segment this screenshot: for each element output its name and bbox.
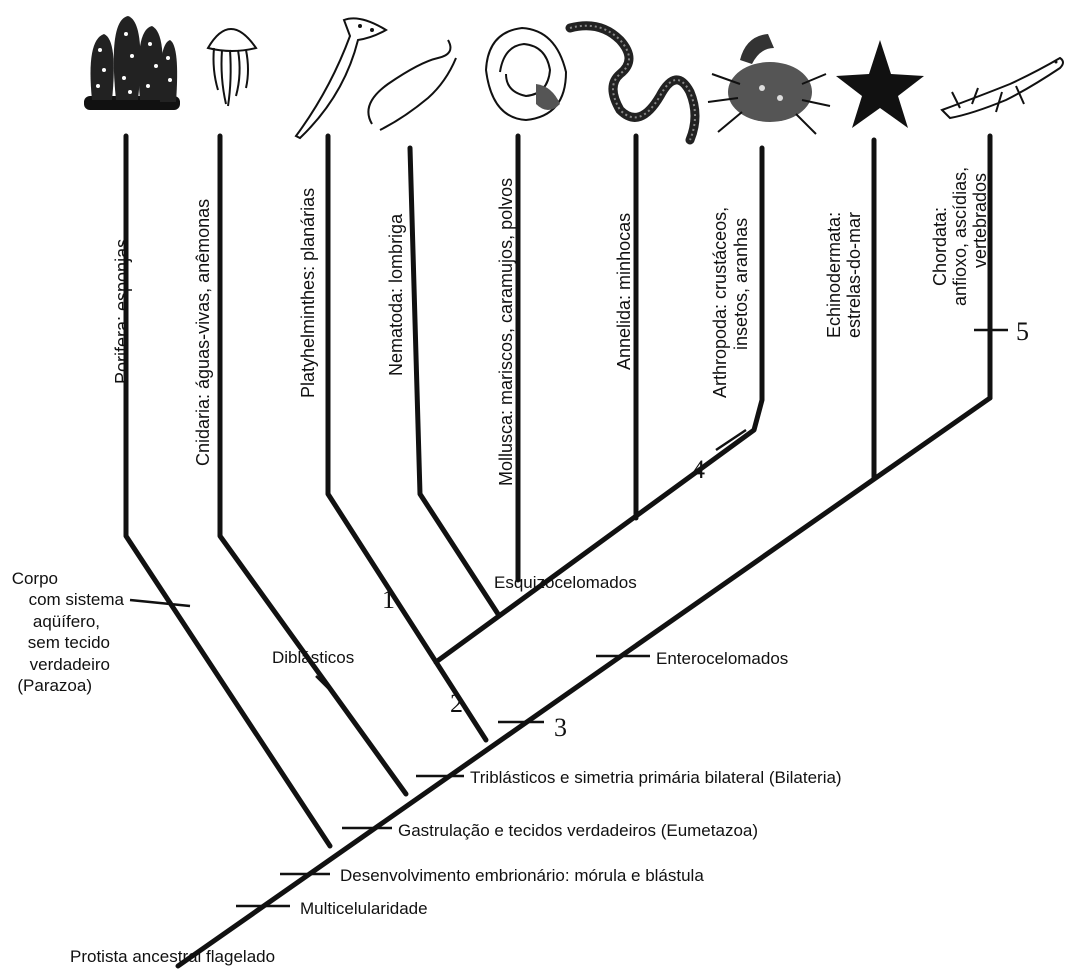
taxon-label-annelida: Annelida: minhocas	[614, 213, 634, 370]
marker-1: 1	[382, 585, 395, 614]
character-label-triblasticos: Triblásticos e simetria primária bilater…	[470, 768, 842, 787]
svg-text:sem tecido: sem tecido	[28, 633, 110, 652]
svg-text:verdadeiro: verdadeiro	[30, 655, 110, 674]
root-label: Protista ancestral flagelado	[70, 947, 275, 966]
marker-3: 3	[554, 713, 567, 742]
taxon-label-nematoda: Nematoda: lombriga	[386, 213, 406, 376]
marker-5: 5	[1016, 317, 1029, 346]
taxon-label-mollusca: Mollusca: mariscos, caramujos, polvos	[496, 178, 516, 486]
taxon-label-arthropoda-2: insetos, aranhas	[731, 218, 751, 350]
taxon-label-chordata-3: vertebrados	[970, 173, 990, 268]
branch-nematoda	[410, 148, 498, 614]
svg-text:com sistema: com sistema	[29, 590, 125, 609]
roundworm-icon	[368, 40, 456, 130]
svg-text:aqüífero,: aqüífero,	[33, 612, 100, 631]
taxon-label-platyhelminthes: Platyhelminthes: planárias	[298, 188, 318, 398]
taxon-label-cnidaria: Cnidaria: águas-vivas, anêmonas	[193, 199, 213, 466]
branch-platyhelminthes	[328, 136, 436, 662]
marker-4: 4	[692, 455, 705, 484]
character-label-esquizocelomados: Esquizocelomados	[494, 573, 637, 592]
svg-text:(Parazoa): (Parazoa)	[17, 676, 92, 695]
taxon-label-echinodermata-1: Echinodermata:	[824, 212, 844, 338]
salamander-icon	[942, 58, 1063, 118]
character-label-diblasticos: Diblásticos	[272, 648, 354, 667]
character-label-multicelularidade: Multicelularidade	[300, 899, 428, 918]
earthworm-icon	[570, 26, 695, 140]
character-label-enterocelomados: Enterocelomados	[656, 649, 788, 668]
flatworm-icon	[296, 18, 386, 138]
taxon-label-porifera: Porifera: esponjas	[112, 239, 132, 384]
crab-icon	[708, 34, 830, 134]
starfish-icon	[836, 40, 924, 128]
taxon-label-chordata-1: Chordata:	[930, 207, 950, 286]
svg-text:Corpo: Corpo	[12, 569, 58, 588]
sponge-icon	[84, 16, 180, 110]
marker-2: 2	[450, 689, 463, 718]
character-label-gastrulacao: Gastrulação e tecidos verdadeiros (Eumet…	[398, 821, 758, 840]
taxon-label-arthropoda-1: Arthropoda: crustáceos,	[710, 207, 730, 398]
jellyfish-icon	[208, 29, 256, 106]
taxon-label-chordata-2: anfioxo, ascídias,	[950, 167, 970, 306]
snail-icon	[486, 28, 566, 120]
character-label-desenvolvimento: Desenvolvimento embrionário: mórula e bl…	[340, 866, 704, 885]
parazoa-label: Corpo com sistema aqüífero, sem tecido v…	[12, 569, 125, 695]
taxon-label-echinodermata-2: estrelas-do-mar	[844, 212, 864, 338]
